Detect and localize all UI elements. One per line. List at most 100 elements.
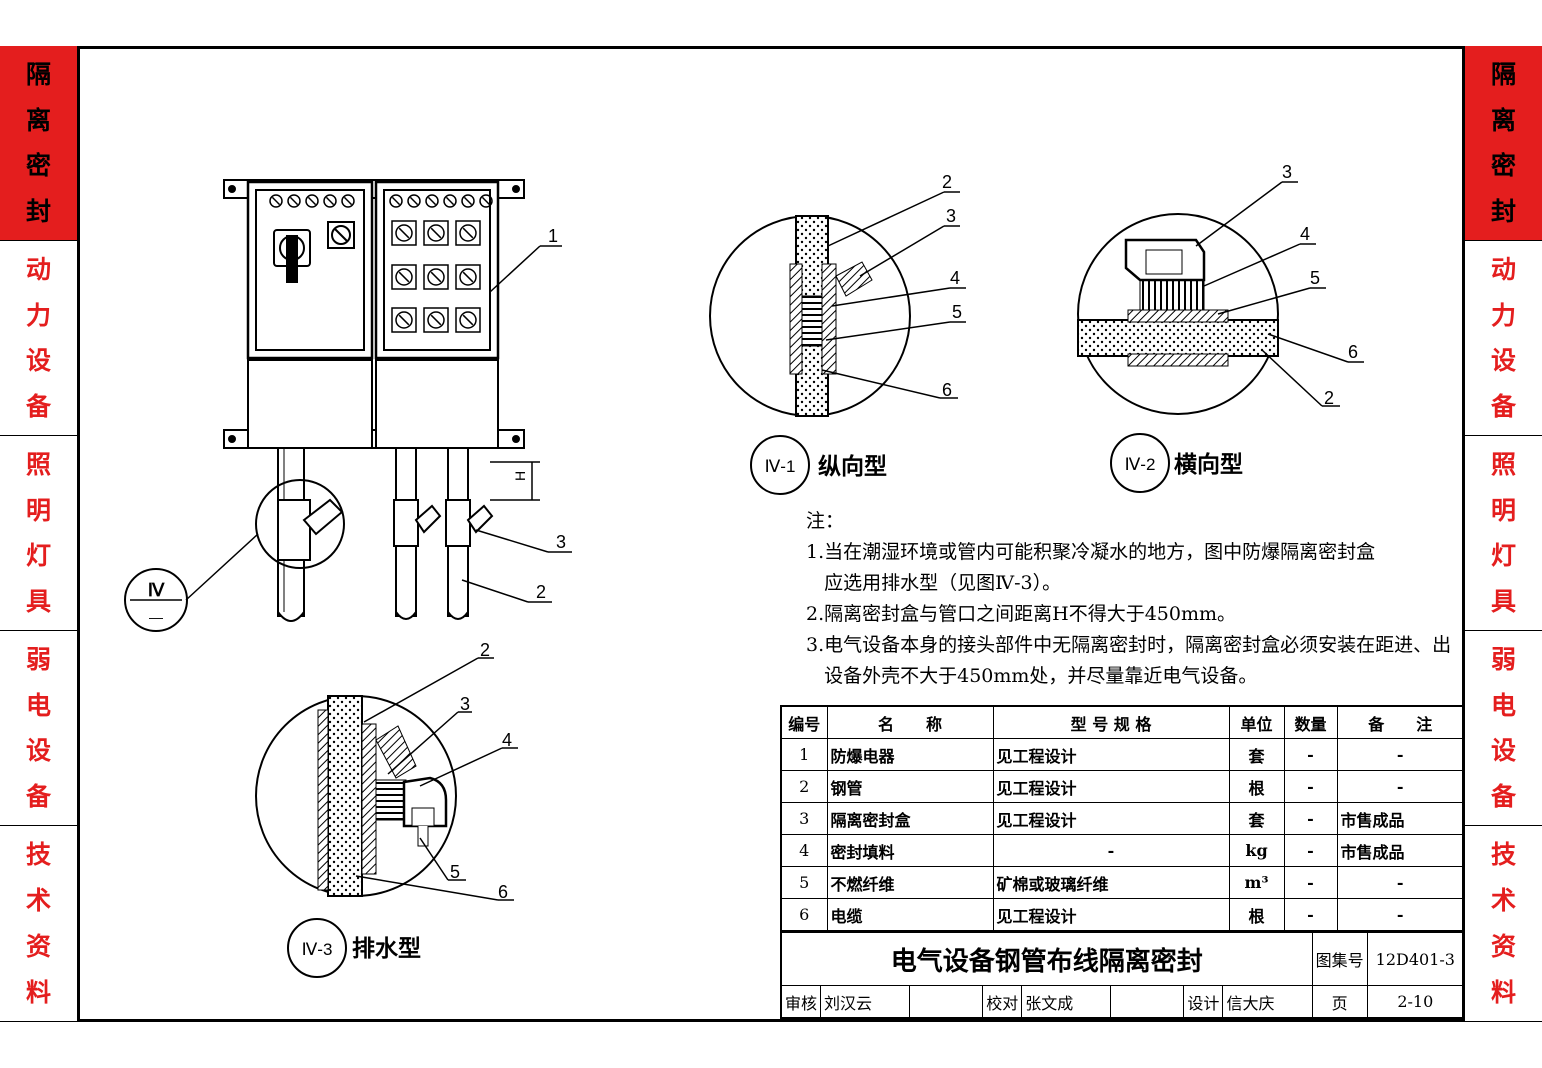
table-cell: -	[1283, 866, 1338, 899]
table-cell: 6	[780, 898, 828, 932]
callout-d2-5: 5	[1310, 268, 1320, 288]
table-cell: 见工程设计	[992, 898, 1230, 932]
title-block: 电气设备钢管布线隔离密封 图集号 12D401-3 审核 刘汉云 校对 张文成 …	[780, 932, 1465, 1019]
header-cell: 编号	[780, 705, 828, 739]
table-cell: -	[1283, 770, 1338, 803]
table-cell: 2	[780, 770, 828, 803]
side-tab-char: 弱	[25, 645, 51, 675]
check-label: 校对	[982, 985, 1023, 1019]
side-tab-char: 封	[25, 196, 51, 226]
callout-main-2: 2	[536, 582, 546, 602]
callout-d1-4: 4	[950, 268, 960, 288]
callout-d3-6: 6	[498, 882, 508, 902]
table-cell: -	[1336, 866, 1465, 899]
side-tab-2[interactable]: 照明灯具	[0, 436, 77, 631]
dimension-h-label: H	[512, 471, 528, 481]
switch-housing	[423, 264, 449, 290]
detail-iv3-title: 排水型	[352, 935, 421, 961]
table-cell: 1	[780, 738, 828, 771]
atlas-label: 图集号	[1311, 932, 1368, 986]
side-tab-4[interactable]: 技术资料	[0, 826, 77, 1022]
table-cell: 见工程设计	[992, 802, 1230, 835]
table-cell: 根	[1228, 898, 1285, 932]
table-cell: kg	[1228, 834, 1285, 867]
knob	[427, 268, 445, 286]
detail-iv3	[255, 695, 457, 897]
table-cell: -	[992, 834, 1230, 867]
header-cell: 备 注	[1336, 705, 1465, 739]
side-tab-char: 术	[1490, 886, 1516, 916]
side-tab-char: 料	[1490, 977, 1516, 1007]
header-cell: 名 称	[826, 705, 994, 739]
side-tab-char: 离	[1490, 105, 1516, 135]
side-tab-char: 设	[25, 736, 51, 766]
callout-d3-3: 3	[460, 694, 470, 714]
side-tab-char: 电	[25, 690, 51, 720]
side-tab-2[interactable]: 照明灯具	[1465, 436, 1542, 631]
side-tab-char: 具	[1490, 586, 1516, 616]
knob	[323, 194, 337, 208]
detail-iv1	[709, 215, 911, 417]
switch-housing	[391, 307, 417, 333]
dimension-h	[490, 461, 540, 501]
detail-iv3-ref: Ⅳ-3	[302, 940, 333, 959]
side-tab-char: 弱	[1490, 645, 1516, 675]
callout-d1-5: 5	[952, 302, 962, 322]
header-cell: 型 号 规 格	[992, 705, 1230, 739]
table-cell: 5	[780, 866, 828, 899]
side-tab-char: 备	[25, 391, 51, 421]
side-tab-char: 力	[1490, 300, 1516, 330]
side-tab-char: 设	[1490, 736, 1516, 766]
table-cell: -	[1336, 770, 1465, 803]
knob	[287, 194, 301, 208]
side-tab-char: 密	[25, 151, 51, 181]
drawing-title: 电气设备钢管布线隔离密封	[780, 932, 1313, 986]
side-tab-0[interactable]: 隔离密封	[0, 46, 77, 241]
side-tab-1[interactable]: 动力设备	[1465, 241, 1542, 436]
table-cell: 3	[780, 802, 828, 835]
table-cell: 不燃纤维	[826, 866, 994, 899]
knob	[479, 194, 493, 208]
knob	[427, 224, 445, 242]
switch-housing	[423, 307, 449, 333]
table-cell: 隔离密封盒	[826, 802, 994, 835]
table-cell: -	[1336, 898, 1465, 932]
knob	[305, 194, 319, 208]
detail-ref-circle	[124, 568, 188, 632]
callout-d3-2: 2	[480, 640, 490, 660]
parts-table-header: 编号 名 称 型 号 规 格 单位 数量 备 注	[780, 705, 1465, 739]
knob	[395, 268, 413, 286]
side-tab-char: 设	[1490, 346, 1516, 376]
side-tab-char: 密	[1490, 151, 1516, 181]
explosion-proof-enclosure	[223, 179, 525, 449]
knob	[427, 311, 445, 329]
reviewer-name: 刘汉云	[820, 985, 911, 1019]
side-tab-0[interactable]: 隔离密封	[1465, 46, 1542, 241]
table-cell: -	[1283, 802, 1338, 835]
switch-housing	[391, 264, 417, 290]
header-cell: 单位	[1228, 705, 1285, 739]
side-tab-3[interactable]: 弱电设备	[1465, 631, 1542, 826]
callout-d1-6: 6	[942, 380, 952, 400]
table-cell: 市售成品	[1336, 834, 1465, 867]
detail-ref-label: Ⅳ	[148, 580, 165, 600]
side-tab-char: 力	[25, 300, 51, 330]
table-cell: 矿棉或玻璃纤维	[992, 866, 1230, 899]
table-cell: -	[1336, 738, 1465, 771]
notes: 注： 1.当在潮湿环境或管内可能积聚冷凝水的地方，图中防爆隔离密封盒 应选用排水…	[806, 506, 1451, 692]
side-tab-1[interactable]: 动力设备	[0, 241, 77, 436]
side-tab-char: 备	[1490, 391, 1516, 421]
side-tab-3[interactable]: 弱电设备	[0, 631, 77, 826]
checker-name: 张文成	[1021, 985, 1112, 1019]
knob	[341, 194, 355, 208]
knob	[269, 194, 283, 208]
table-cell: 见工程设计	[992, 738, 1230, 771]
switch-housing	[455, 264, 481, 290]
table-cell: 钢管	[826, 770, 994, 803]
side-tab-char: 明	[1490, 495, 1516, 525]
header-cell: 数量	[1283, 705, 1338, 739]
side-tab-4[interactable]: 技术资料	[1465, 826, 1542, 1022]
